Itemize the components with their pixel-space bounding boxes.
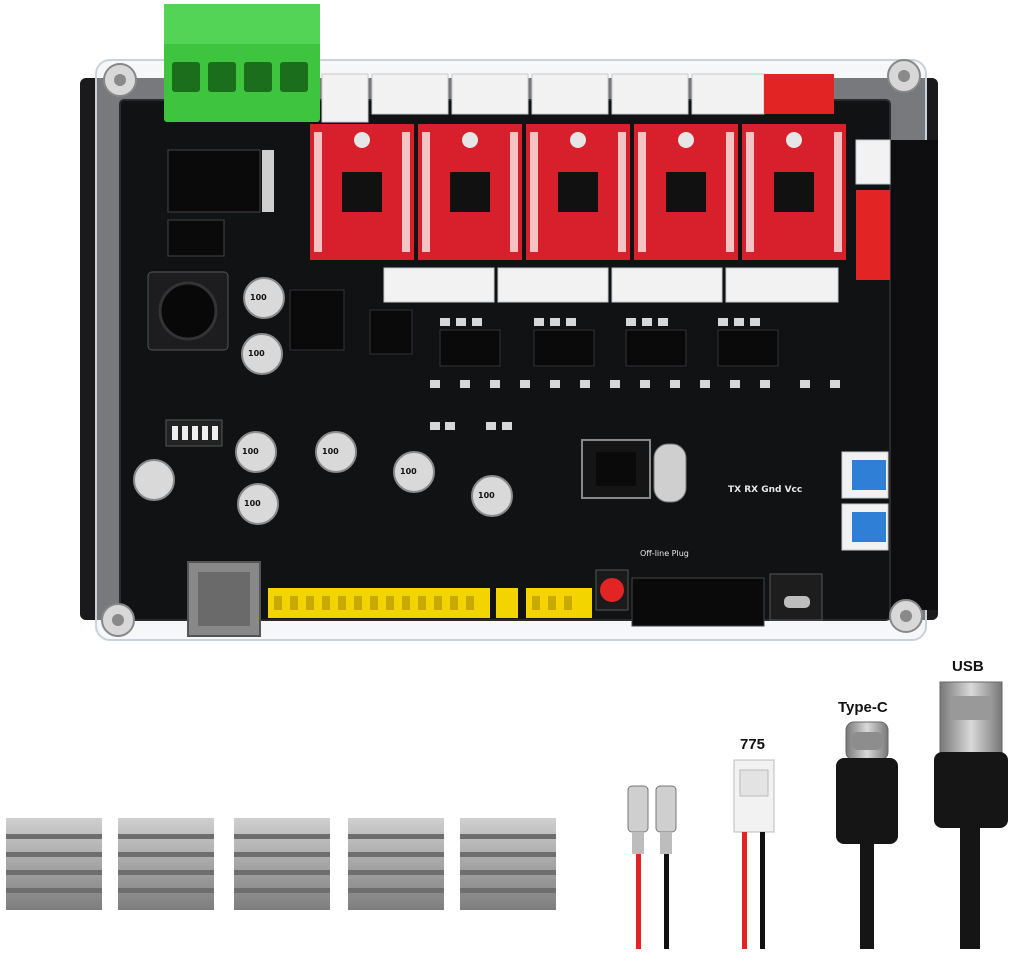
cap-label: 100 [400,467,417,476]
cap-label: 100 [242,447,259,456]
reset-button [600,578,624,602]
smd-parts [430,318,840,430]
spade-terminal-icon [627,785,677,949]
type-c-label: Type-C [838,699,888,716]
jumper-pins [496,588,518,618]
cap-label: 100 [250,293,267,302]
cap-label: 100 [322,447,339,456]
mcu-chip [581,439,651,499]
stepper-drivers [310,124,846,260]
xh-connector-icon [733,759,775,949]
top-connectors [321,73,765,123]
heatsink-icon [460,818,556,910]
yellow-pin-headers [268,588,592,618]
box-header [631,577,765,627]
red-connector-top [764,74,834,114]
heatsink-icon [348,818,444,910]
type-c-plug-icon [836,721,898,949]
usb-label: USB [952,658,984,675]
cap-label: 100 [478,491,495,500]
connector-775-label: 775 [740,736,766,753]
usb-plug-icon [934,681,1008,949]
uart-header-label: TX RX Gnd Vcc [728,485,802,495]
type-c-socket [784,596,810,608]
cap-label: 100 [244,499,261,508]
regulator-area [147,149,274,447]
capacitor-labels: 100 100 100 100 100 100 100 [242,293,495,508]
heatsink-icon [6,818,102,910]
motor-connectors [383,267,839,303]
cap-label: 100 [248,349,265,358]
blue-connectors [841,451,889,551]
mosfets [289,289,779,367]
crystal [653,443,687,503]
offline-plug-label: Off-line Plug [640,549,689,558]
heatsink-icon [118,818,214,910]
heatsinks [6,818,556,910]
side-connector [855,139,891,185]
power-terminal-green [164,4,320,122]
heatsink-icon [234,818,330,910]
capacitors [133,277,513,525]
red-connector-side [856,190,890,280]
